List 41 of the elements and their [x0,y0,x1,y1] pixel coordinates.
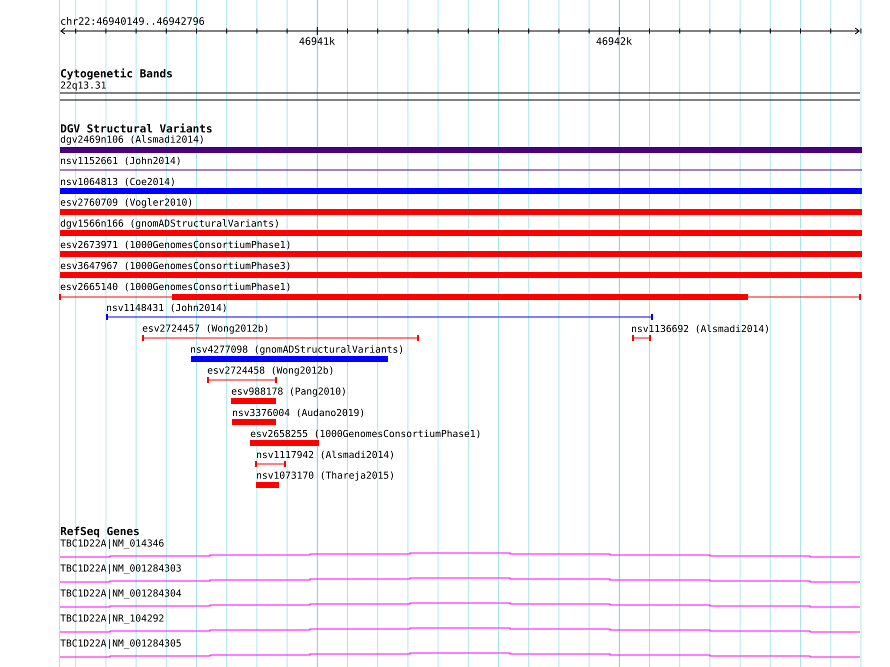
cytoband-feature: 22q13.31 [60,81,860,100]
node-label: dgv1566n166 (gnomADStructuralVariants) [60,219,278,229]
variant-feature: esv2665140 (1000GenomesConsortiumPhase1) [59,282,861,300]
node-label: nsv1064813 (Coe2014) [61,178,174,186]
variant-feature: nsv1148431 (John2014) [106,304,653,320]
node-label: nsv3376004 (Audano2019) [233,408,364,418]
variant-feature: nsv4277098 (gnomADStructuralVariants) [191,345,402,362]
variant-feature: esv2724457 (Wong2012b) [142,324,419,341]
variant-feature: nsv3376004 (Audano2019) [232,408,364,425]
variant-feature: nsv1117942 (Alsmadi2014) [255,450,393,467]
variant-feature: esv2673971 (1000GenomesConsortiumPhase1) [60,240,862,257]
node-label: dgv2469n106 (Alsmadi2014) [60,135,203,145]
node-label: esv2673971 (1000GenomesConsortiumPhase1) [60,240,290,250]
node-label: nsv1073170 (Thareja2015) [257,471,393,481]
variant-feature: esv988178 (Pang2010) [231,387,345,404]
tick-label: 46942k [596,37,632,45]
variant-feature: esv2760709 (Vogler2010) [60,198,862,215]
node-label: nsv4277098 (gnomADStructuralVariants) [191,345,402,355]
variant-feature: esv2724458 (Wong2012b) [207,366,332,383]
node-label: esv3647967 (1000GenomesConsortiumPhase3) [60,262,290,270]
track-title: RefSeq Genes [60,526,139,538]
variant-feature: esv2658255 (1000GenomesConsortiumPhase1) [250,430,480,446]
coordinate-label: chr22:46940149..46942796 [61,17,204,25]
track-title: DGV Structural Variants [60,123,212,133]
gene-feature: TBC1D22A|NR_104292 [60,614,860,632]
gene-feature: TBC1D22A|NM_001284304 [60,589,860,608]
node-label: esv2665140 (1000GenomesConsortiumPhase1) [60,282,290,292]
node-label: esv2760709 (Vogler2010) [60,198,192,208]
variant-feature: esv3647967 (1000GenomesConsortiumPhase3) [60,262,862,278]
variant-feature: dgv1566n166 (gnomADStructuralVariants) [60,219,862,236]
tick-label: 46941k [299,37,335,45]
variant-feature: nsv1136692 (Alsmadi2014) [632,324,768,341]
variant-feature: nsv1152661 (John2014) [60,156,862,170]
gene-feature: TBC1D22A|NM_014346 [60,539,860,558]
gene-feature: TBC1D22A|NM_001284303 [60,564,860,582]
gene-feature: TBC1D22A|NM_001284305 [60,639,860,658]
node-label: esv988178 (Pang2010) [232,387,345,397]
variant-feature: nsv1064813 (Coe2014) [60,178,862,194]
variant-feature: nsv1073170 (Thareja2015) [256,471,393,488]
node-label: esv2658255 (1000GenomesConsortiumPhase1) [250,430,480,438]
variant-feature: dgv2469n106 (Alsmadi2014) [60,135,862,153]
